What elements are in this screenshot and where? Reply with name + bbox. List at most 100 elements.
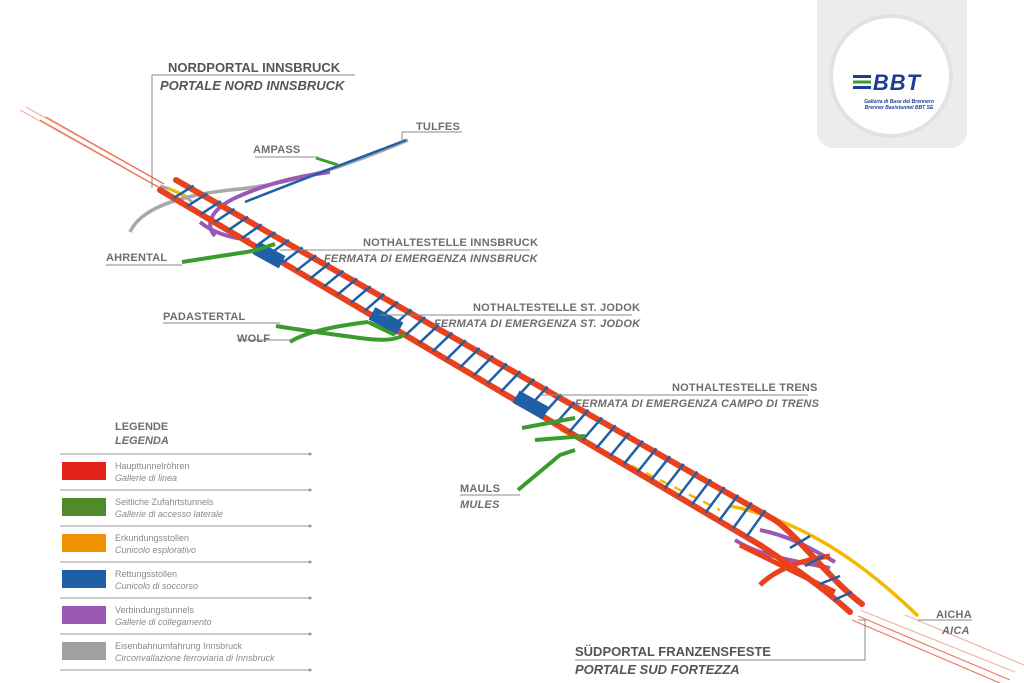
label-nordportal-de: NORDPORTAL INNSBRUCK [168, 60, 341, 75]
legend-divider-dot [308, 488, 312, 492]
cross-passage [322, 269, 345, 288]
cross-passage [704, 486, 726, 514]
cross-passage [745, 509, 767, 538]
cross-passage [500, 370, 522, 393]
cross-passage [609, 432, 631, 458]
cross-passage [431, 331, 454, 353]
legend-title-de: LEGENDE [115, 421, 168, 433]
label-trens-de: NOTHALTESTELLE TRENS [672, 382, 818, 394]
label-ampass: AMPASS [253, 144, 300, 156]
cross-passage [595, 424, 617, 449]
label-aicha: AICHA [936, 609, 972, 621]
cross-passage [677, 470, 699, 498]
label-nordportal-it: PORTALE NORD INNSBRUCK [160, 78, 346, 93]
legend-title-it: LEGENDA [115, 435, 169, 447]
legend-swatch [62, 534, 106, 552]
legend-item-it: Gallerie di linea [115, 473, 177, 483]
cross-passage [350, 285, 372, 304]
cross-passage [404, 316, 426, 337]
cross-passage [186, 192, 208, 208]
logo-ring: BBT Galleria di Base del Brennero Brenne… [829, 14, 953, 138]
cross-passage [622, 439, 644, 466]
legend-item-it: Gallerie di accesso laterale [115, 509, 223, 519]
leader-lines [106, 74, 972, 661]
cross-passage [731, 501, 753, 530]
label-mules: MULES [460, 499, 500, 511]
cross-passage [200, 200, 222, 216]
cross-passage [690, 478, 712, 506]
approach-lines-south [851, 609, 1024, 683]
legend-item-de: Rettungsstollen [115, 569, 177, 579]
cross-passage [241, 223, 263, 240]
label-jodok-it: FERMATA DI EMERGENZA ST. JODOK [434, 318, 641, 330]
emergency-stop-trens [512, 390, 550, 420]
access-tunnel-ahrental [181, 242, 276, 264]
legend-item-de: Verbindungstunnels [115, 605, 195, 615]
cross-passage [472, 354, 495, 377]
legend-swatch [62, 570, 106, 588]
label-padastertal: PADASTERTAL [163, 311, 246, 323]
legend-item-it: Circonvallazione ferroviaria di Innsbruc… [115, 653, 275, 663]
cross-passage [486, 362, 508, 385]
cross-passage [227, 215, 249, 232]
legend-swatch [62, 498, 106, 516]
label-wolf: WOLF [237, 333, 270, 345]
logo-panel: BBT Galleria di Base del Brennero Brenne… [817, 0, 967, 148]
legend-divider-dot [308, 596, 312, 600]
exploratory-tunnel [167, 186, 187, 198]
cross-passage [336, 277, 358, 296]
label-jodok-de: NOTHALTESTELLE ST. JODOK [473, 302, 640, 314]
cross-passage [581, 416, 603, 441]
legend-divider-dot [308, 524, 312, 528]
bypass-tunnel [128, 138, 409, 233]
logo-subtitle-de: Brenner Basistunnel BBT SE [864, 105, 934, 111]
emergency-stop-jodok [368, 307, 404, 335]
cross-passage [649, 455, 672, 482]
label-ahrental: AHRENTAL [106, 252, 167, 264]
label-innsbruck-de: NOTHALTESTELLE INNSBRUCK [363, 237, 538, 249]
legend-divider-dot [308, 668, 312, 672]
cross-passage [819, 574, 841, 586]
cross-passage [309, 262, 331, 280]
legend-item-de: Haupttunnelröhren [115, 461, 190, 471]
cross-passage [363, 292, 386, 312]
cross-passage [295, 254, 317, 272]
logo-wordmark: BBT [872, 70, 922, 95]
cross-passage [663, 463, 685, 490]
cross-passage [804, 554, 825, 568]
access-tunnel-mauls [516, 416, 586, 492]
logo-subtitle-it: Galleria di Base del Brennero [864, 99, 934, 105]
label-trens-it: FERMATA DI EMERGENZA CAMPO DI TRENS [575, 398, 820, 410]
legend-swatch [62, 606, 106, 624]
approach-lines-north [19, 106, 165, 189]
connection-tunnel-north [208, 170, 331, 238]
legend-item-it: Cunicolo di soccorso [115, 581, 198, 591]
legend: LEGENDE LEGENDA HaupttunnelröhrenGalleri… [60, 421, 312, 672]
legend-item-it: Gallerie di collegamento [115, 617, 212, 627]
cross-passage [459, 347, 481, 369]
cross-passage [568, 408, 590, 433]
label-suedportal-de: SÜDPORTAL FRANZENSFESTE [575, 644, 771, 659]
bbt-logo-icon [853, 75, 871, 89]
cross-passage [718, 494, 740, 522]
legend-item-de: Erkundungsstollen [115, 533, 189, 543]
legend-item-it: Cunicolo esplorativo [115, 545, 196, 555]
cross-passage [833, 590, 853, 602]
legend-swatch [62, 642, 106, 660]
label-tulfes: TULFES [416, 121, 460, 133]
cross-passage [636, 447, 658, 474]
legend-divider-dot [308, 632, 312, 636]
cross-passage [172, 184, 195, 200]
cross-passage [418, 323, 440, 345]
legend-item-de: Eisenbahnumfahrung Innsbruck [115, 641, 243, 651]
label-suedportal-it: PORTALE SUD FORTEZZA [575, 662, 740, 677]
legend-swatch [62, 462, 106, 480]
cross-passage [213, 207, 236, 224]
label-aica: AICA [941, 625, 970, 637]
cross-passage [789, 534, 811, 550]
legend-item-de: Seitliche Zufahrtstunnels [115, 497, 214, 507]
access-tunnel-wolf [275, 320, 407, 344]
cross-passage [445, 339, 467, 361]
